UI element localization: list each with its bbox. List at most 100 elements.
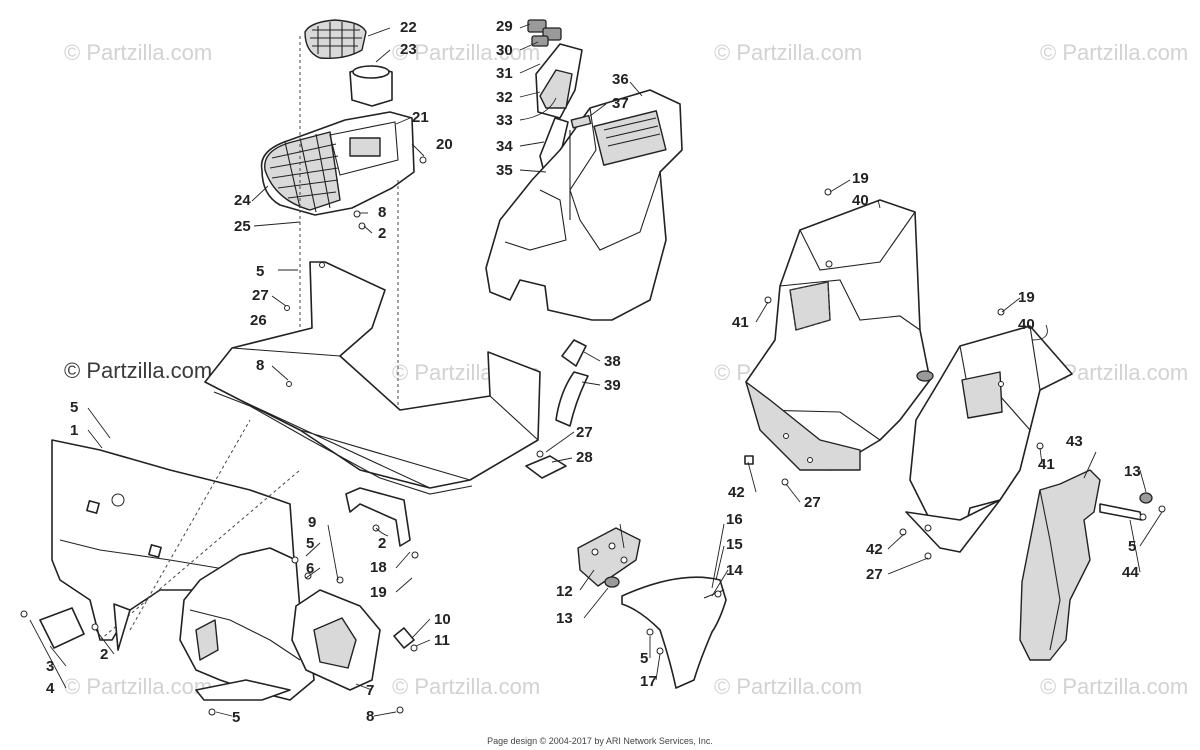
callout-27: 27: [804, 494, 821, 511]
callout-5: 5: [1128, 538, 1136, 555]
leader-lines: [29, 23, 1163, 717]
callout-27: 27: [576, 424, 593, 441]
callout-41: 41: [732, 314, 749, 331]
callout-2: 2: [378, 535, 386, 552]
callout-3: 3: [46, 658, 54, 675]
callout-10: 10: [434, 611, 451, 628]
callout-34: 34: [496, 138, 513, 155]
callout-4: 4: [46, 680, 55, 697]
callout-7: 7: [366, 682, 374, 699]
callout-5: 5: [256, 263, 264, 280]
callout-8: 8: [256, 357, 264, 374]
trim-39: [555, 371, 589, 427]
callout-19: 19: [370, 584, 387, 601]
callout-29: 29: [496, 18, 513, 35]
callout-2: 2: [378, 225, 386, 242]
bushing-13: [604, 576, 620, 588]
callout-44: 44: [1122, 564, 1139, 581]
callout-32: 32: [496, 89, 513, 106]
callout-5: 5: [640, 650, 648, 667]
watermark: © Partzilla.com: [1040, 674, 1189, 699]
callout-40: 40: [852, 192, 869, 209]
callout-26: 26: [250, 312, 267, 329]
callout-27: 27: [866, 566, 883, 583]
callout-24: 24: [234, 192, 251, 209]
mud-flap-16: [621, 576, 727, 689]
callout-31: 31: [496, 65, 513, 82]
callout-5: 5: [306, 535, 314, 552]
callout-42: 42: [728, 484, 745, 501]
callout-13: 13: [556, 610, 573, 627]
callout-39: 39: [604, 377, 621, 394]
bracket-44: [1099, 503, 1143, 521]
decal-37: [570, 114, 592, 129]
grille-24: [264, 131, 341, 211]
callout-8: 8: [366, 708, 374, 725]
watermark-main: © Partzilla.com: [64, 358, 213, 383]
decal-36: [593, 110, 667, 166]
callout-28: 28: [576, 449, 593, 466]
callout-33: 33: [496, 112, 513, 129]
watermark: © Partzilla.com: [714, 674, 863, 699]
callout-8: 8: [378, 204, 386, 221]
callout-5: 5: [232, 709, 240, 726]
callout-40: 40: [1018, 316, 1035, 333]
callout-30: 30: [496, 42, 513, 59]
floor-pan-26: [204, 261, 567, 495]
shift-plate-32: [539, 69, 573, 109]
cup-holder-assembly: [260, 19, 427, 440]
callout-19: 19: [852, 170, 869, 187]
callout-25: 25: [234, 218, 251, 235]
watermark: © Partzilla.com: [64, 674, 213, 699]
watermark: © Partzilla.com: [392, 674, 541, 699]
callout-20: 20: [436, 136, 453, 153]
mount-bracket-12: [577, 527, 641, 587]
callout-12: 12: [556, 583, 573, 600]
callout-27: 27: [252, 287, 269, 304]
page-footer: Page design © 2004-2017 by ARI Network S…: [487, 736, 713, 746]
callout-labels: 22 23 21 20 24 25 8 2 5 27 26 8 5 1 29 3…: [46, 18, 1141, 726]
callout-2: 2: [100, 646, 108, 663]
callout-11: 11: [434, 632, 450, 649]
callout-37: 37: [612, 95, 629, 112]
callout-38: 38: [604, 353, 621, 370]
callout-19: 19: [1018, 289, 1035, 306]
callout-5: 5: [70, 399, 78, 416]
callout-14: 14: [726, 562, 743, 579]
side-panel-7: [179, 487, 419, 716]
callout-22: 22: [400, 19, 417, 36]
callout-43: 43: [1066, 433, 1083, 450]
plate-3: [39, 607, 85, 649]
guard-43: [1019, 469, 1166, 661]
center-console-assembly: [485, 19, 683, 427]
bracket-38: [561, 339, 587, 367]
callout-42: 42: [866, 541, 883, 558]
watermark: © Partzilla.com: [714, 40, 863, 65]
callout-16: 16: [726, 511, 743, 528]
mud-flap-assembly: [577, 527, 727, 689]
callout-1: 1: [70, 422, 78, 439]
side-cover-40-lower: [899, 308, 1073, 560]
watermark: © Partzilla.com: [392, 40, 541, 65]
clip-10: [393, 627, 415, 649]
callout-36: 36: [612, 71, 629, 88]
callout-18: 18: [370, 559, 387, 576]
bracket-28: [525, 455, 567, 479]
bracket-18: [345, 487, 411, 547]
callout-41: 41: [1038, 456, 1055, 473]
grille-mesh-22: [304, 19, 367, 60]
tab-1: [113, 603, 131, 651]
callout-9: 9: [308, 514, 316, 531]
side-cover-40-upper: [744, 188, 934, 486]
callout-6: 6: [306, 560, 314, 577]
callout-17: 17: [640, 673, 657, 690]
watermark: © Partzilla.com: [64, 40, 213, 65]
callout-35: 35: [496, 162, 513, 179]
watermark: © Partzilla.com: [1040, 40, 1189, 65]
callout-15: 15: [726, 536, 743, 553]
callout-23: 23: [400, 41, 417, 58]
callout-21: 21: [412, 109, 429, 126]
callout-13: 13: [1124, 463, 1141, 480]
